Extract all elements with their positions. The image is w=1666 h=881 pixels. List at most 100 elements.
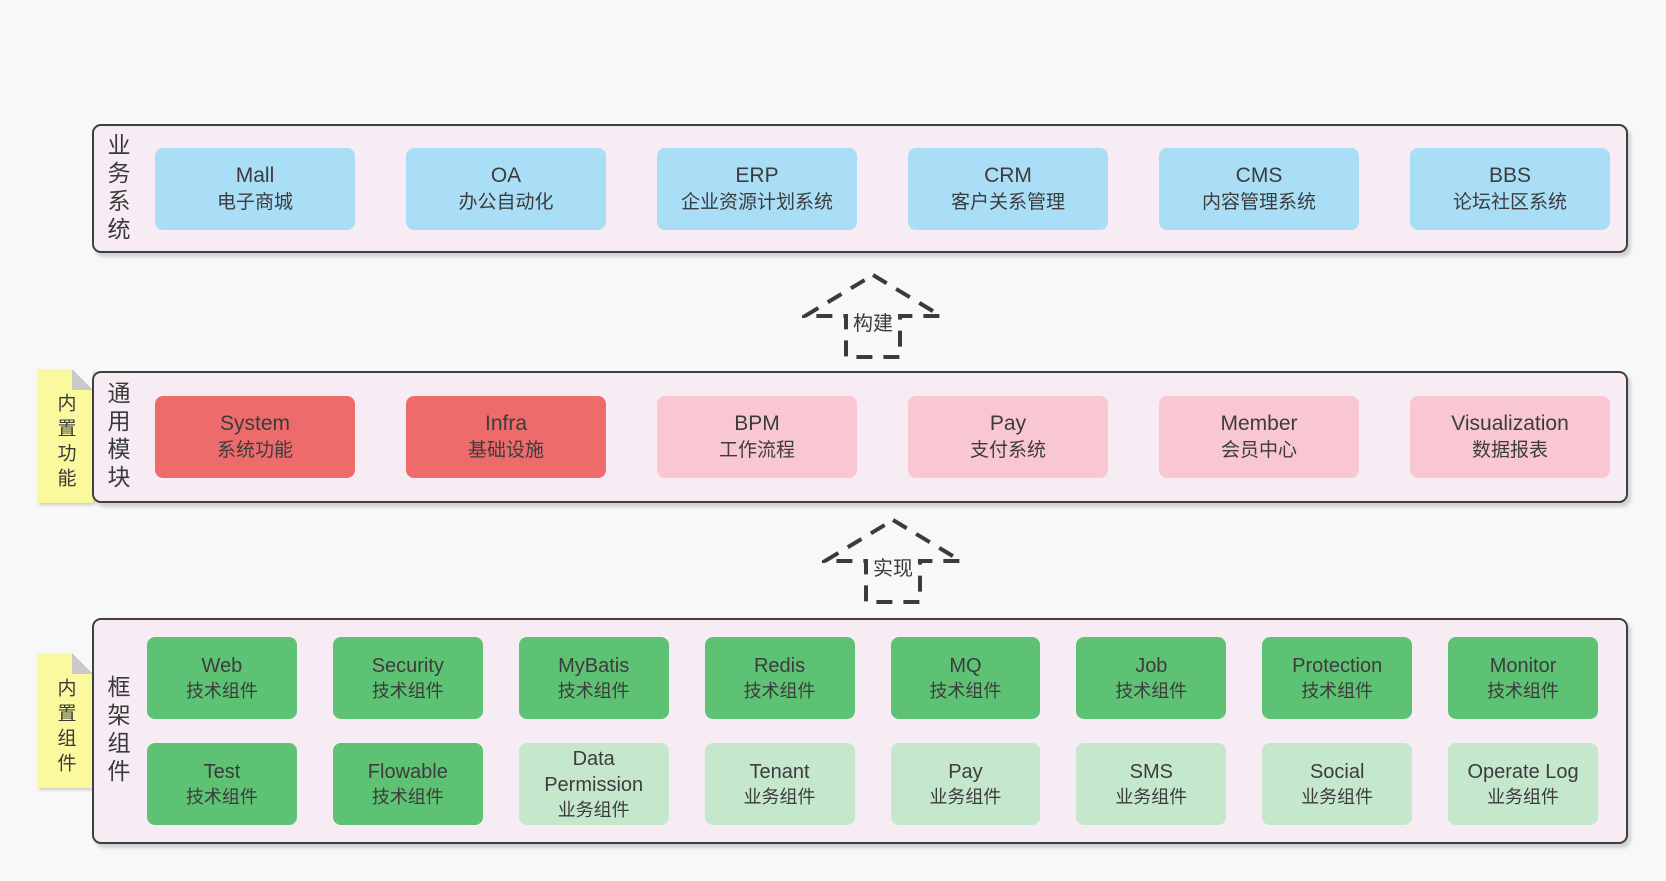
arrow-implement: 实现: [822, 517, 964, 605]
box-subtitle: 技术组件: [371, 680, 444, 701]
arrow-label: 实现: [868, 551, 918, 582]
sticky-note-builtin-features: 内置功能: [37, 369, 93, 503]
box-title: BBS: [1488, 163, 1532, 187]
box-subtitle: 电子商城: [216, 191, 293, 213]
box-subtitle: 业务组件: [1115, 786, 1188, 807]
box-title: Social: [1309, 760, 1365, 783]
band-framework-components: 框架组件 Web 技术组件 Security 技术组件 MyBatis 技术组件…: [92, 618, 1628, 844]
box-title: CRM: [984, 163, 1032, 187]
box-operate-log: Operate Log 业务组件: [1448, 743, 1598, 825]
box-subtitle: 技术组件: [371, 786, 444, 807]
box-subtitle: 技术组件: [185, 680, 258, 701]
box-title: Tenant: [749, 760, 810, 783]
box-subtitle: 技术组件: [1487, 680, 1560, 701]
box-title: Mall: [235, 163, 275, 187]
box-pay: Pay 支付系统: [908, 396, 1108, 478]
box-subtitle: 技术组件: [1301, 680, 1374, 701]
band-label-text: 框架组件: [104, 675, 130, 787]
box-title: Monitor: [1489, 654, 1557, 677]
box-title: Data Permission: [544, 747, 644, 796]
box-bpm: BPM 工作流程: [657, 396, 857, 478]
box-bbs: BBS 论坛社区系统: [1410, 147, 1610, 230]
box-title: System: [219, 412, 290, 435]
box-subtitle: 论坛社区系统: [1452, 191, 1567, 213]
box-title: MyBatis: [558, 654, 630, 677]
box-test: Test 技术组件: [147, 743, 297, 825]
box-member: Member 会员中心: [1159, 396, 1359, 478]
box-title: Redis: [753, 654, 806, 677]
box-title: BPM: [734, 412, 780, 435]
box-subtitle: 技术组件: [185, 786, 258, 807]
box-security: Security 技术组件: [332, 637, 483, 719]
band-label-text: 通用模块: [104, 381, 130, 493]
box-subtitle: 会员中心: [1220, 440, 1297, 462]
box-monitor: Monitor 技术组件: [1448, 637, 1598, 719]
box-title: Member: [1220, 412, 1298, 435]
box-pay-biz: Pay 业务组件: [890, 743, 1041, 825]
band-label: 业务系统: [94, 126, 140, 251]
box-job: Job 技术组件: [1076, 637, 1227, 719]
band-common-modules: 通用模块 System 系统功能 Infra 基础设施 BPM 工作流程 Pay…: [92, 371, 1628, 503]
sticky-note-builtin-components: 内置组件: [37, 653, 93, 788]
box-subtitle: 基础设施: [467, 440, 544, 462]
box-mq: MQ 技术组件: [890, 637, 1041, 719]
up-block-arrow-icon: [822, 517, 964, 604]
box-subtitle: 内容管理系统: [1201, 191, 1316, 213]
box-subtitle: 业务组件: [1487, 786, 1560, 807]
box-sms: SMS 业务组件: [1076, 743, 1227, 825]
up-block-arrow-icon: [802, 272, 944, 359]
box-social: Social 业务组件: [1262, 743, 1413, 825]
box-protection: Protection 技术组件: [1262, 637, 1413, 719]
box-title: ERP: [735, 163, 779, 187]
box-title: OA: [490, 163, 522, 187]
box-subtitle: 数据报表: [1471, 440, 1548, 462]
box-mall: Mall 电子商城: [155, 147, 355, 230]
box-subtitle: 业务组件: [743, 786, 816, 807]
box-title: Test: [203, 760, 241, 783]
box-subtitle: 业务组件: [1301, 786, 1374, 807]
components-row-1: Web 技术组件 Security 技术组件 MyBatis 技术组件 Redi…: [147, 637, 1598, 719]
box-subtitle: 技术组件: [929, 680, 1002, 701]
box-subtitle: 系统功能: [216, 440, 293, 462]
box-title: Job: [1135, 654, 1168, 677]
box-subtitle: 工作流程: [718, 440, 795, 462]
band-business-systems: 业务系统 Mall 电子商城 OA 办公自动化 ERP 企业资源计划系统 CRM…: [92, 124, 1628, 253]
sticky-note-text: 内置组件: [54, 677, 76, 778]
box-title: Operate Log: [1467, 760, 1579, 783]
box-flowable: Flowable 技术组件: [332, 743, 483, 825]
box-subtitle: 业务组件: [929, 786, 1002, 807]
band-boxes-row: System 系统功能 Infra 基础设施 BPM 工作流程 Pay 支付系统…: [140, 373, 1626, 501]
band-boxes-row: Mall 电子商城 OA 办公自动化 ERP 企业资源计划系统 CRM 客户关系…: [140, 126, 1626, 251]
box-oa: OA 办公自动化: [406, 147, 606, 230]
box-erp: ERP 企业资源计划系统: [657, 147, 857, 230]
box-title: Infra: [484, 412, 528, 435]
box-subtitle: 支付系统: [969, 440, 1046, 462]
box-title: Pay: [948, 760, 983, 783]
box-title: Pay: [989, 412, 1027, 435]
folded-corner: [72, 653, 93, 674]
components-row-2: Test 技术组件 Flowable 技术组件 Data Permission …: [147, 743, 1598, 825]
box-title: Security: [371, 654, 444, 677]
box-crm: CRM 客户关系管理: [908, 147, 1108, 230]
arrow-build: 构建: [802, 272, 944, 360]
box-visualization: Visualization 数据报表: [1410, 396, 1610, 478]
box-system: System 系统功能: [155, 396, 355, 478]
box-subtitle: 技术组件: [1115, 680, 1188, 701]
box-subtitle: 业务组件: [557, 799, 630, 820]
arrow-label: 构建: [848, 306, 898, 337]
band-label: 框架组件: [94, 620, 140, 842]
box-subtitle: 技术组件: [557, 680, 630, 701]
box-subtitle: 企业资源计划系统: [680, 191, 833, 213]
box-web: Web 技术组件: [147, 637, 297, 719]
folded-corner: [72, 369, 93, 390]
band-boxes-grid: Web 技术组件 Security 技术组件 MyBatis 技术组件 Redi…: [140, 620, 1626, 842]
box-mybatis: MyBatis 技术组件: [518, 637, 669, 719]
box-tenant: Tenant 业务组件: [704, 743, 855, 825]
box-subtitle: 办公自动化: [458, 191, 554, 213]
box-title: CMS: [1235, 163, 1283, 187]
box-title: Web: [201, 654, 243, 677]
box-title: Visualization: [1451, 412, 1569, 435]
box-title: Flowable: [367, 760, 448, 783]
box-redis: Redis 技术组件: [704, 637, 855, 719]
